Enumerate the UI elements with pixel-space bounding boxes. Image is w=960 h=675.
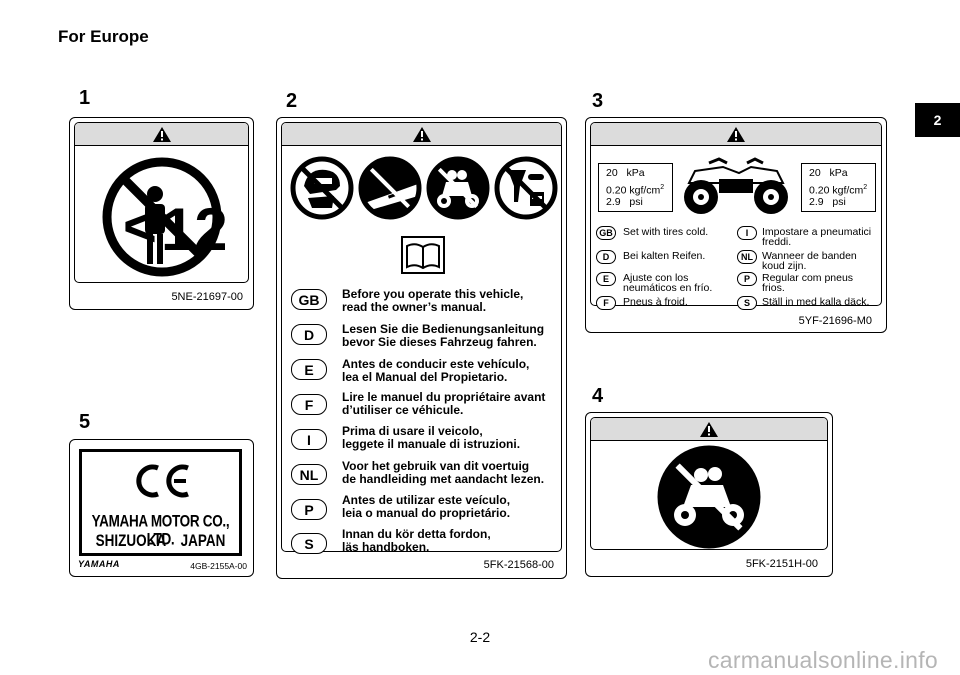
lang-badge: GB [596, 226, 616, 240]
label-3-card: 20 kPa 0.20 kgf/cm2 2.9 psi 20 kPa 0.20 … [585, 117, 887, 333]
kpa-unit: kPa [626, 167, 645, 179]
page-number: 2-2 [469, 629, 491, 645]
brand-logo: YAMAHA [78, 559, 120, 569]
warning-strip [591, 123, 881, 146]
lang-badge: NL [291, 464, 327, 485]
lang-text: Regular com pneus frios. [762, 272, 854, 294]
section-number-3: 3 [592, 90, 604, 112]
label-1-inner: < 12 [74, 122, 249, 283]
lang-text: Lesen Sie die Bedienungsanleitung bevor … [342, 322, 545, 349]
label-2-card: GB Before you operate this vehicle, read… [276, 117, 567, 579]
section-number-4: 4 [592, 385, 604, 407]
section-number-5: 5 [79, 411, 91, 433]
label-1-card: < 12 5NE-21697-00 [69, 117, 254, 310]
read-manual-icon [401, 236, 445, 274]
lang-text: Bei kalten Reifen. [623, 250, 706, 262]
psi-unit: psi [629, 196, 643, 208]
section-number-2: 2 [286, 90, 298, 112]
lang-badge: I [737, 226, 757, 240]
lang-text: Antes de utilizar este veículo, leia o m… [342, 493, 511, 520]
atv-icon [684, 157, 788, 214]
label-4-inner [590, 417, 828, 550]
lang-text: Prima di usare il veicolo, leggete il ma… [342, 424, 521, 451]
lang-text: Innan du kör detta fordon, läs handboken… [342, 527, 491, 554]
label-4-card: 5FK-2151H-00 [585, 412, 833, 577]
kgf-value: 0.20 kgf/cm [606, 184, 661, 197]
warning-strip [282, 123, 561, 146]
kgf-exponent: 2 [863, 184, 868, 191]
lang-badge: GB [291, 289, 327, 310]
no-passenger-icon [657, 445, 761, 549]
lang-badge: F [596, 296, 616, 310]
lang-text: Antes de conducir este vehículo, lea el … [342, 357, 530, 384]
warning-strip [75, 123, 248, 146]
lang-text: Pneus à froid. [623, 296, 688, 308]
lang-badge: I [291, 429, 327, 450]
lang-badge: S [291, 533, 327, 554]
kpa-unit: kPa [829, 167, 848, 179]
lang-text: Ställ in med kalla däck. [762, 296, 870, 308]
warning-icon [412, 126, 431, 142]
part-code: 5YF-21696-M0 [798, 315, 872, 327]
section-number-1: 1 [79, 87, 91, 109]
lang-badge: E [596, 272, 616, 286]
tire-pressure-rear: 20 kPa 0.20 kgf/cm2 2.9 psi [801, 163, 876, 212]
warning-icon [700, 421, 718, 437]
no-children-under-12-icon: < 12 [102, 157, 225, 277]
ce-frame: YAMAHA MOTOR CO., LTD. SHIZUOKA JAPAN [79, 449, 242, 556]
psi-value: 2.9 [606, 196, 621, 208]
no-public-road-icon [358, 156, 422, 220]
watermark: carmanualsonline.info [707, 647, 938, 673]
lang-text: Wanneer de banden koud zijn. [762, 250, 857, 272]
kgf-exponent: 2 [660, 184, 665, 191]
label-3-inner: 20 kPa 0.20 kgf/cm2 2.9 psi 20 kPa 0.20 … [590, 122, 882, 310]
part-code: 4GB-2155A-00 [190, 561, 247, 571]
warning-icon [727, 126, 745, 142]
ce-mark-icon [136, 464, 189, 498]
lang-text: Before you operate this vehicle, read th… [342, 287, 524, 314]
kgf-value: 0.20 kgf/cm [809, 184, 864, 197]
no-alcohol-drugs-icon [494, 156, 558, 220]
lang-text: Lire le manuel du propriétaire avant d’u… [342, 390, 546, 417]
lang-text: Ajuste con los neumáticos en frío. [623, 272, 713, 294]
chapter-tab: 2 [915, 103, 960, 137]
lang-badge: F [291, 394, 327, 415]
lang-badge: NL [737, 250, 757, 264]
no-passenger-icon [426, 156, 490, 220]
company-location: SHIZUOKA JAPAN [95, 531, 226, 550]
part-code: 5FK-21568-00 [483, 559, 554, 571]
region-heading: For Europe [58, 27, 149, 46]
warning-icon [152, 126, 171, 142]
lang-badge: E [291, 359, 327, 380]
kpa-value: 20 [809, 167, 821, 179]
lang-badge: P [737, 272, 757, 286]
lang-badge: D [596, 250, 616, 264]
part-code: 5NE-21697-00 [171, 291, 243, 303]
lang-badge: D [291, 324, 327, 345]
lang-text: Set with tires cold. [623, 226, 709, 238]
lang-text: Impostare a pneumatici freddi. [762, 226, 872, 248]
psi-value: 2.9 [809, 196, 824, 208]
psi-unit: psi [832, 196, 846, 208]
company-name: YAMAHA MOTOR CO., LTD. [91, 512, 230, 548]
kpa-value: 20 [606, 167, 618, 179]
tire-pressure-front: 20 kPa 0.20 kgf/cm2 2.9 psi [598, 163, 673, 212]
lang-badge: P [291, 499, 327, 520]
warning-strip [591, 418, 827, 441]
no-helmet-icon [290, 156, 354, 220]
part-code: 5FK-2151H-00 [745, 558, 818, 570]
label-5-card: YAMAHA MOTOR CO., LTD. SHIZUOKA JAPAN YA… [69, 439, 254, 577]
label-2-inner: GB Before you operate this vehicle, read… [281, 122, 562, 554]
lang-text: Voor het gebruik van dit voertuig de han… [342, 459, 545, 486]
lang-badge: S [737, 296, 757, 310]
